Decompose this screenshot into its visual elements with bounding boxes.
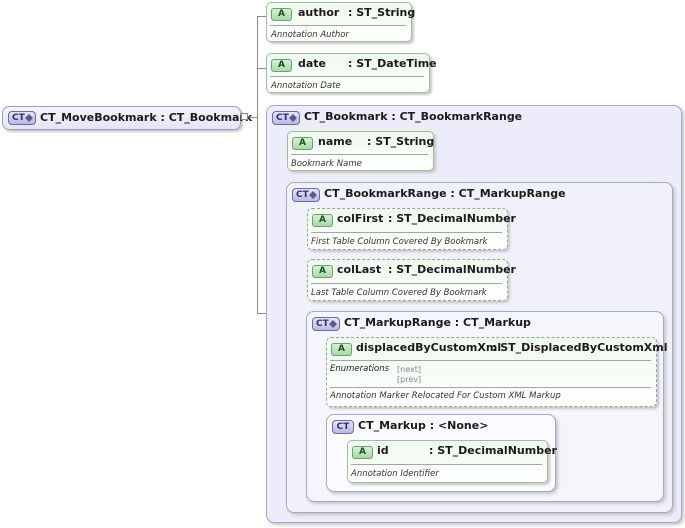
- complex-type-badge-label: CT: [12, 113, 25, 123]
- attribute-displaced-by-custom-xml[interactable]: A displacedByCustomXml : ST_DisplacedByC…: [326, 337, 668, 407]
- attribute-icon: A: [312, 265, 333, 278]
- group-title: CT_MarkupRange : CT_Markup: [344, 316, 531, 329]
- attribute-colfirst[interactable]: A colFirst : ST_DecimalNumber First Tabl…: [307, 208, 516, 250]
- complex-type-icon: CT: [292, 188, 320, 202]
- attribute-author[interactable]: A author : ST_String Annotation Author: [266, 2, 416, 42]
- complex-type-badge-label: CT: [316, 319, 329, 329]
- attribute-name: colFirst: [337, 212, 384, 225]
- attribute-name: date: [298, 57, 327, 70]
- complex-type-icon: CT: [8, 111, 36, 125]
- divider: [330, 360, 651, 361]
- attribute-doc: Annotation Marker Relocated For Custom X…: [330, 391, 561, 401]
- divider: [330, 387, 651, 388]
- divider: [311, 283, 502, 284]
- attribute-type: : ST_DateTime: [348, 57, 437, 70]
- sequence-icon: [329, 320, 337, 328]
- attribute-icon: A: [292, 137, 313, 150]
- divider: [311, 232, 502, 233]
- attribute-id[interactable]: A id : ST_DecimalNumber Annotation Ident…: [347, 440, 557, 483]
- attribute-icon: A: [331, 343, 352, 356]
- group-title: CT_BookmarkRange : CT_MarkupRange: [324, 187, 566, 200]
- complex-type-badge-label: CT: [296, 190, 309, 200]
- attribute-name: id: [377, 444, 389, 457]
- connector-line: [257, 16, 258, 313]
- sequence-icon: [309, 191, 317, 199]
- divider: [270, 25, 406, 26]
- attribute-icon: A: [312, 214, 333, 227]
- divider: [270, 76, 424, 77]
- sequence-icon: [25, 114, 33, 122]
- complex-type-icon: CT: [312, 317, 340, 331]
- group-title: CT_Bookmark : CT_BookmarkRange: [304, 110, 523, 123]
- attribute-type: : ST_DecimalNumber: [388, 263, 516, 276]
- attribute-name[interactable]: A name : ST_String Bookmark Name: [287, 131, 434, 171]
- sequence-icon: [289, 114, 297, 122]
- attribute-doc: Bookmark Name: [291, 159, 362, 169]
- enumeration-value: [next]: [397, 365, 421, 374]
- attribute-doc: Last Table Column Covered By Bookmark: [311, 288, 487, 298]
- attribute-doc: Annotation Author: [271, 30, 349, 40]
- attribute-type: : ST_DecimalNumber: [429, 444, 557, 457]
- connector-line: [257, 16, 266, 17]
- divider: [291, 154, 428, 155]
- attribute-icon: A: [271, 59, 292, 72]
- connector-line: [250, 117, 258, 118]
- root-type-label: CT_MoveBookmark : CT_Bookmark: [40, 111, 253, 124]
- attribute-type: : ST_String: [348, 6, 416, 19]
- attribute-type: : ST_String: [367, 135, 435, 148]
- attribute-icon: A: [352, 446, 373, 459]
- complex-type-badge-label: CT: [276, 113, 289, 123]
- root-type-node[interactable]: CT CT_MoveBookmark : CT_Bookmark: [2, 106, 252, 130]
- attribute-collast[interactable]: A colLast : ST_DecimalNumber Last Table …: [307, 259, 516, 301]
- connector-line: [257, 313, 266, 314]
- group-title: CT_Markup : <None>: [358, 419, 489, 432]
- attribute-name: colLast: [337, 263, 382, 276]
- attribute-name: displacedByCustomXml: [356, 341, 502, 354]
- attribute-name: author: [298, 6, 340, 19]
- attribute-doc: Annotation Date: [271, 81, 341, 91]
- attribute-name: name: [318, 135, 353, 148]
- expand-connector[interactable]: [241, 113, 248, 120]
- attribute-doc: Annotation Identifier: [351, 469, 439, 479]
- complex-type-icon: CT: [332, 420, 354, 434]
- complex-type-icon: CT: [272, 111, 300, 125]
- attribute-type: : ST_DisplacedByCustomXml: [492, 341, 668, 354]
- enumerations-label: Enumerations: [330, 364, 390, 374]
- enumeration-value: [prev]: [397, 375, 422, 384]
- attribute-date[interactable]: A date : ST_DateTime Annotation Date: [266, 53, 437, 93]
- attribute-type: : ST_DecimalNumber: [388, 212, 516, 225]
- connector-line: [257, 68, 266, 69]
- divider: [351, 464, 542, 465]
- attribute-doc: First Table Column Covered By Bookmark: [311, 237, 488, 247]
- attribute-icon: A: [271, 8, 292, 21]
